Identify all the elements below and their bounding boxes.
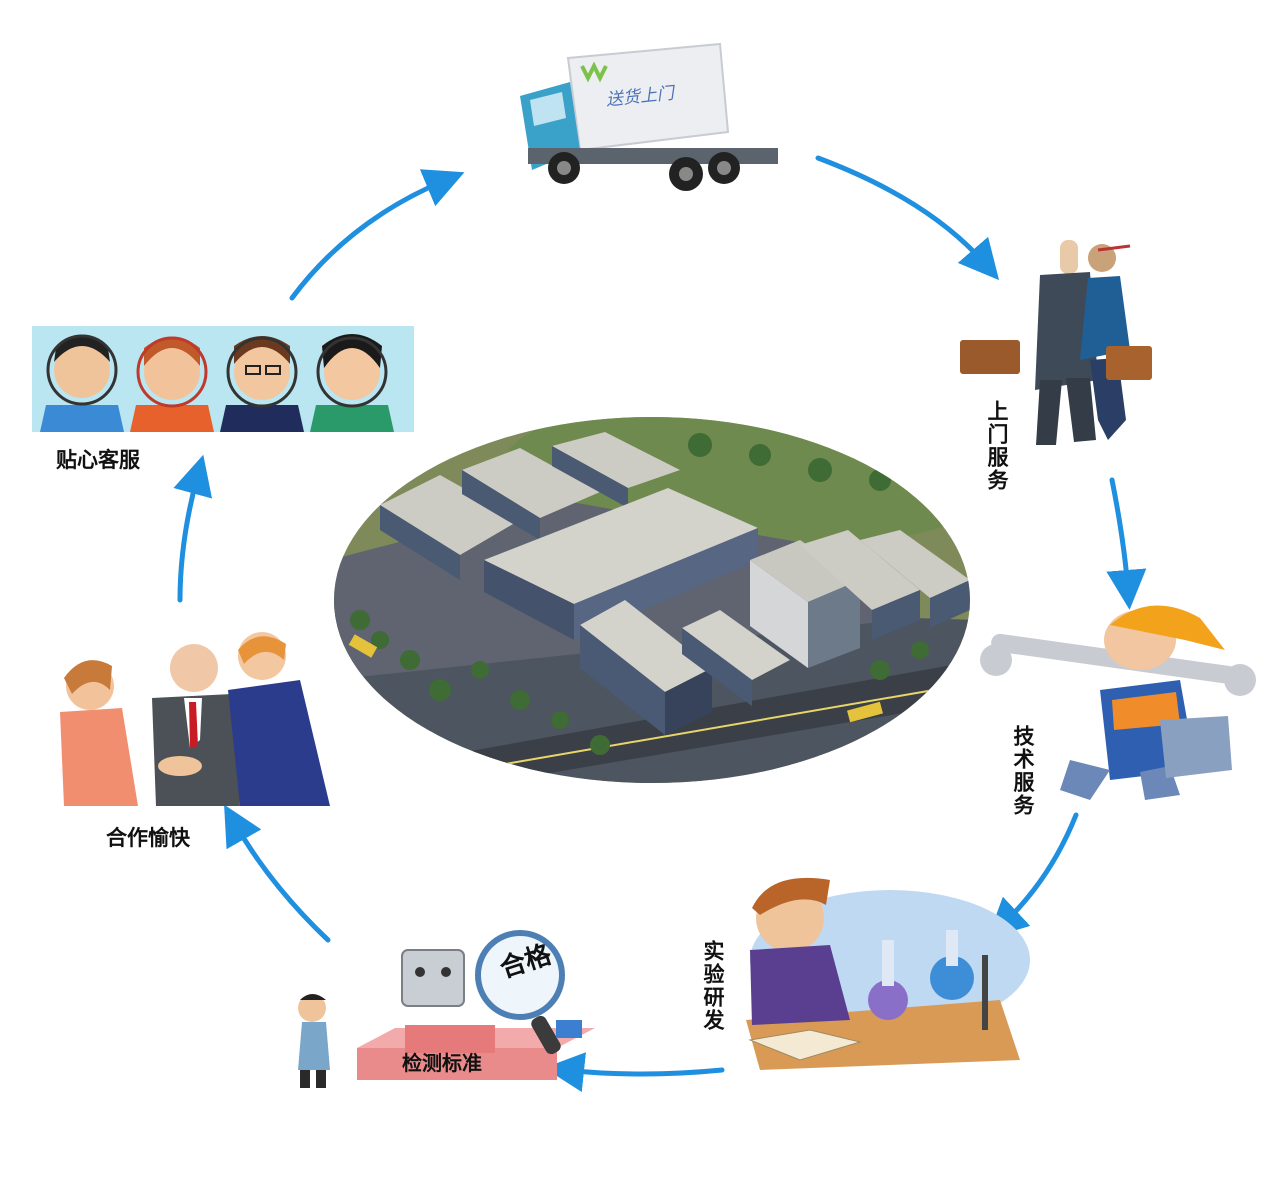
workshop-1: [580, 600, 712, 735]
label-customer-support: 贴心客服: [56, 448, 140, 472]
workshop-2: [682, 610, 790, 706]
arrow-cooperate-to-support: [173, 454, 213, 603]
label-cooperation: 合作愉快: [106, 826, 190, 850]
magnifier-icon: [475, 930, 582, 1055]
operator-2-icon: [130, 336, 214, 432]
arrow-support-to-truck: [289, 169, 465, 301]
label-research: 实验研发: [701, 940, 725, 1032]
truck-logo-icon: [580, 61, 608, 83]
label-onsite-service: 上门服务: [985, 400, 1009, 492]
student-icon: [750, 877, 850, 1025]
warehouse-3: [552, 432, 680, 508]
inspector-icon: [298, 994, 330, 1088]
elder-man-icon: [152, 644, 240, 806]
warehouse-1: [380, 475, 520, 580]
operator-1-icon: [40, 334, 124, 432]
arrow-onsite-to-technical: [1106, 477, 1147, 610]
flask-icon: [868, 930, 988, 1030]
bus-2: [847, 701, 883, 723]
testing-box: [357, 1048, 557, 1080]
handshake-icon: [158, 756, 202, 776]
book-icon: [748, 1029, 862, 1061]
young-man-icon: [228, 632, 330, 806]
arrow-research-to-testing: [544, 1052, 725, 1092]
warehouse-5: [860, 530, 970, 628]
office-tower: [750, 540, 860, 668]
arrow-truck-to-onsite: [815, 155, 1000, 281]
warehouse-2: [462, 448, 600, 540]
operator-4-icon: [310, 334, 394, 432]
bus-1: [348, 634, 378, 658]
businessman-icon: [960, 240, 1098, 445]
arrow-testing-to-cooperate: [224, 804, 331, 943]
warehouse-4: [800, 530, 920, 640]
woman-icon: [60, 660, 138, 806]
product-character-icon: [401, 949, 465, 1007]
operator-3-icon: [220, 336, 304, 432]
label-technical-service: 技术服务: [1011, 725, 1035, 817]
businesswoman-icon: [1080, 244, 1152, 440]
label-testing-standard: 检测标准: [402, 1051, 482, 1075]
arrow-technical-to-research: [987, 812, 1079, 939]
mechanic-icon: [1060, 605, 1232, 800]
